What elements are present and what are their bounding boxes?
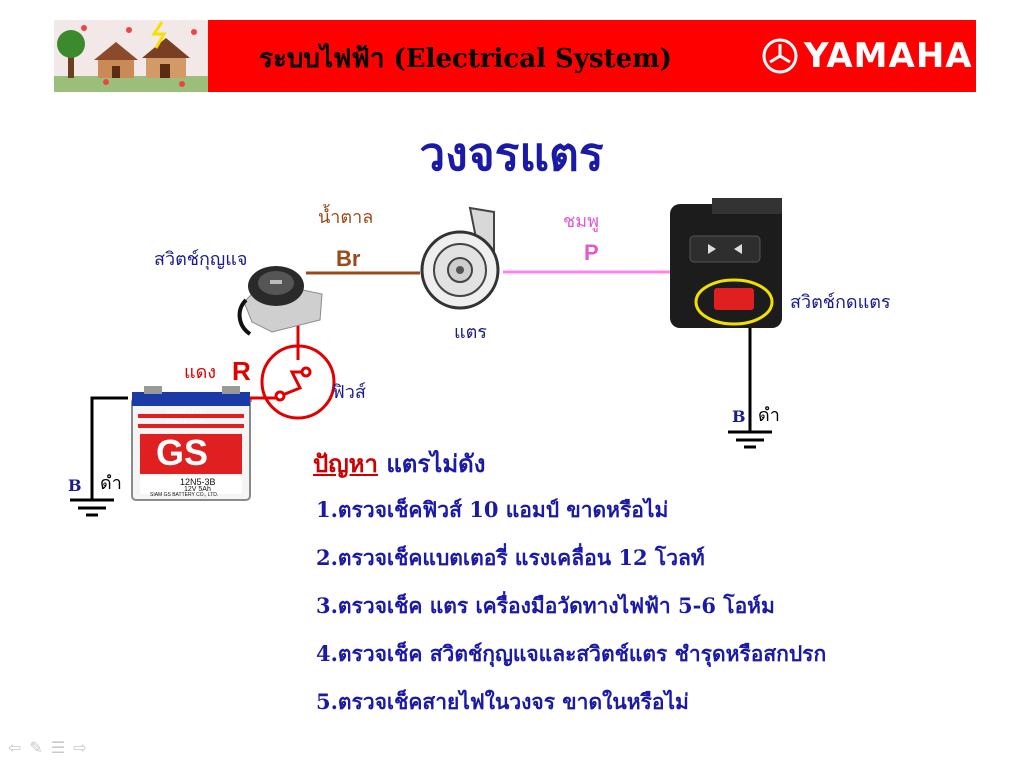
- check-step: 3.ตรวจเช็ค แตร เครื่องมือวัดทางไฟฟ้า 5-6…: [316, 593, 775, 618]
- wire-pink-code: P: [584, 240, 599, 265]
- wire-red-label: แดง: [184, 362, 217, 383]
- ground-left-code: B: [68, 476, 82, 495]
- ground-right: [728, 328, 772, 449]
- key-switch-label: สวิตช์กุญแจ: [154, 249, 248, 270]
- header-title: ระบบไฟฟ้า (Electrical System): [259, 44, 672, 74]
- ground-right-label: ดำ: [758, 405, 780, 426]
- battery-brand: GS: [156, 432, 209, 473]
- header-banner: ระบบไฟฟ้า (Electrical System) YAMAHA: [54, 20, 976, 92]
- yamaha-tuning-forks-icon: [762, 38, 798, 74]
- ground-left-label: ดำ: [100, 473, 122, 494]
- check-step: 1.ตรวจเช็คฟิวส์ 10 แอมป์ ขาดหรือไม่: [316, 497, 669, 522]
- battery-image: [131, 386, 251, 501]
- check-step: 5.ตรวจเช็คสายไฟในวงจร ขาดในหรือไม่: [316, 689, 689, 714]
- horn-image: [420, 206, 500, 310]
- fuse-label: ฟิวส์: [332, 382, 366, 403]
- battery-lower-level: LOWER LEVEL: [166, 420, 209, 426]
- wire-red-code: R: [232, 356, 251, 386]
- horn-button-label: สวิตช์กดแตร: [790, 292, 891, 313]
- fuse-symbol: [260, 344, 336, 420]
- yamaha-logo: YAMAHA: [762, 36, 973, 76]
- wire-brown-code: Br: [336, 246, 361, 271]
- problem-heading: ปัญหา แตรไม่ดัง: [313, 444, 485, 483]
- battery-spec: 12V 5Ah: [184, 486, 211, 493]
- battery-model: 12N5-3B: [180, 477, 216, 487]
- check-step: 2.ตรวจเช็คแบตเตอรี่ แรงเคลื่อน 12 โวลท์: [316, 545, 705, 570]
- battery-upper-level: UPPER LEVEL: [166, 410, 208, 416]
- check-steps-list: 1.ตรวจเช็คฟิวส์ 10 แอมป์ ขาดหรือไม่ 2.ตร…: [316, 494, 826, 734]
- problem-heading-text: แตรไม่ดัง: [377, 449, 486, 478]
- problem-heading-keyword: ปัญหา: [313, 449, 378, 478]
- logo-text: YAMAHA: [804, 36, 973, 76]
- slide-navigation: ⇦ ✎ ☰ ⇨: [8, 738, 87, 757]
- arrow-right-icon[interactable]: ⇨: [73, 738, 87, 757]
- pen-icon[interactable]: ✎: [29, 738, 43, 757]
- check-step: 4.ตรวจเช็ค สวิตช์กุญแจและสวิตช์แตร ชำรุด…: [316, 641, 827, 666]
- battery-maker: SIAM GS BATTERY CO., LTD.: [150, 492, 219, 498]
- house-illustration: [54, 20, 208, 92]
- horn-label: แตร: [454, 322, 487, 343]
- menu-icon[interactable]: ☰: [50, 738, 66, 757]
- key-switch-image: [237, 266, 323, 336]
- slide-title: วงจรแตร: [419, 127, 604, 181]
- wire-pink-label: ชมพู: [563, 211, 599, 232]
- ground-left: [70, 396, 128, 517]
- ground-right-code: B: [732, 407, 746, 426]
- handlebar-switch-image: [670, 198, 782, 328]
- arrow-left-icon[interactable]: ⇦: [8, 738, 22, 757]
- wire-brown-label: น้ำตาล: [318, 207, 374, 228]
